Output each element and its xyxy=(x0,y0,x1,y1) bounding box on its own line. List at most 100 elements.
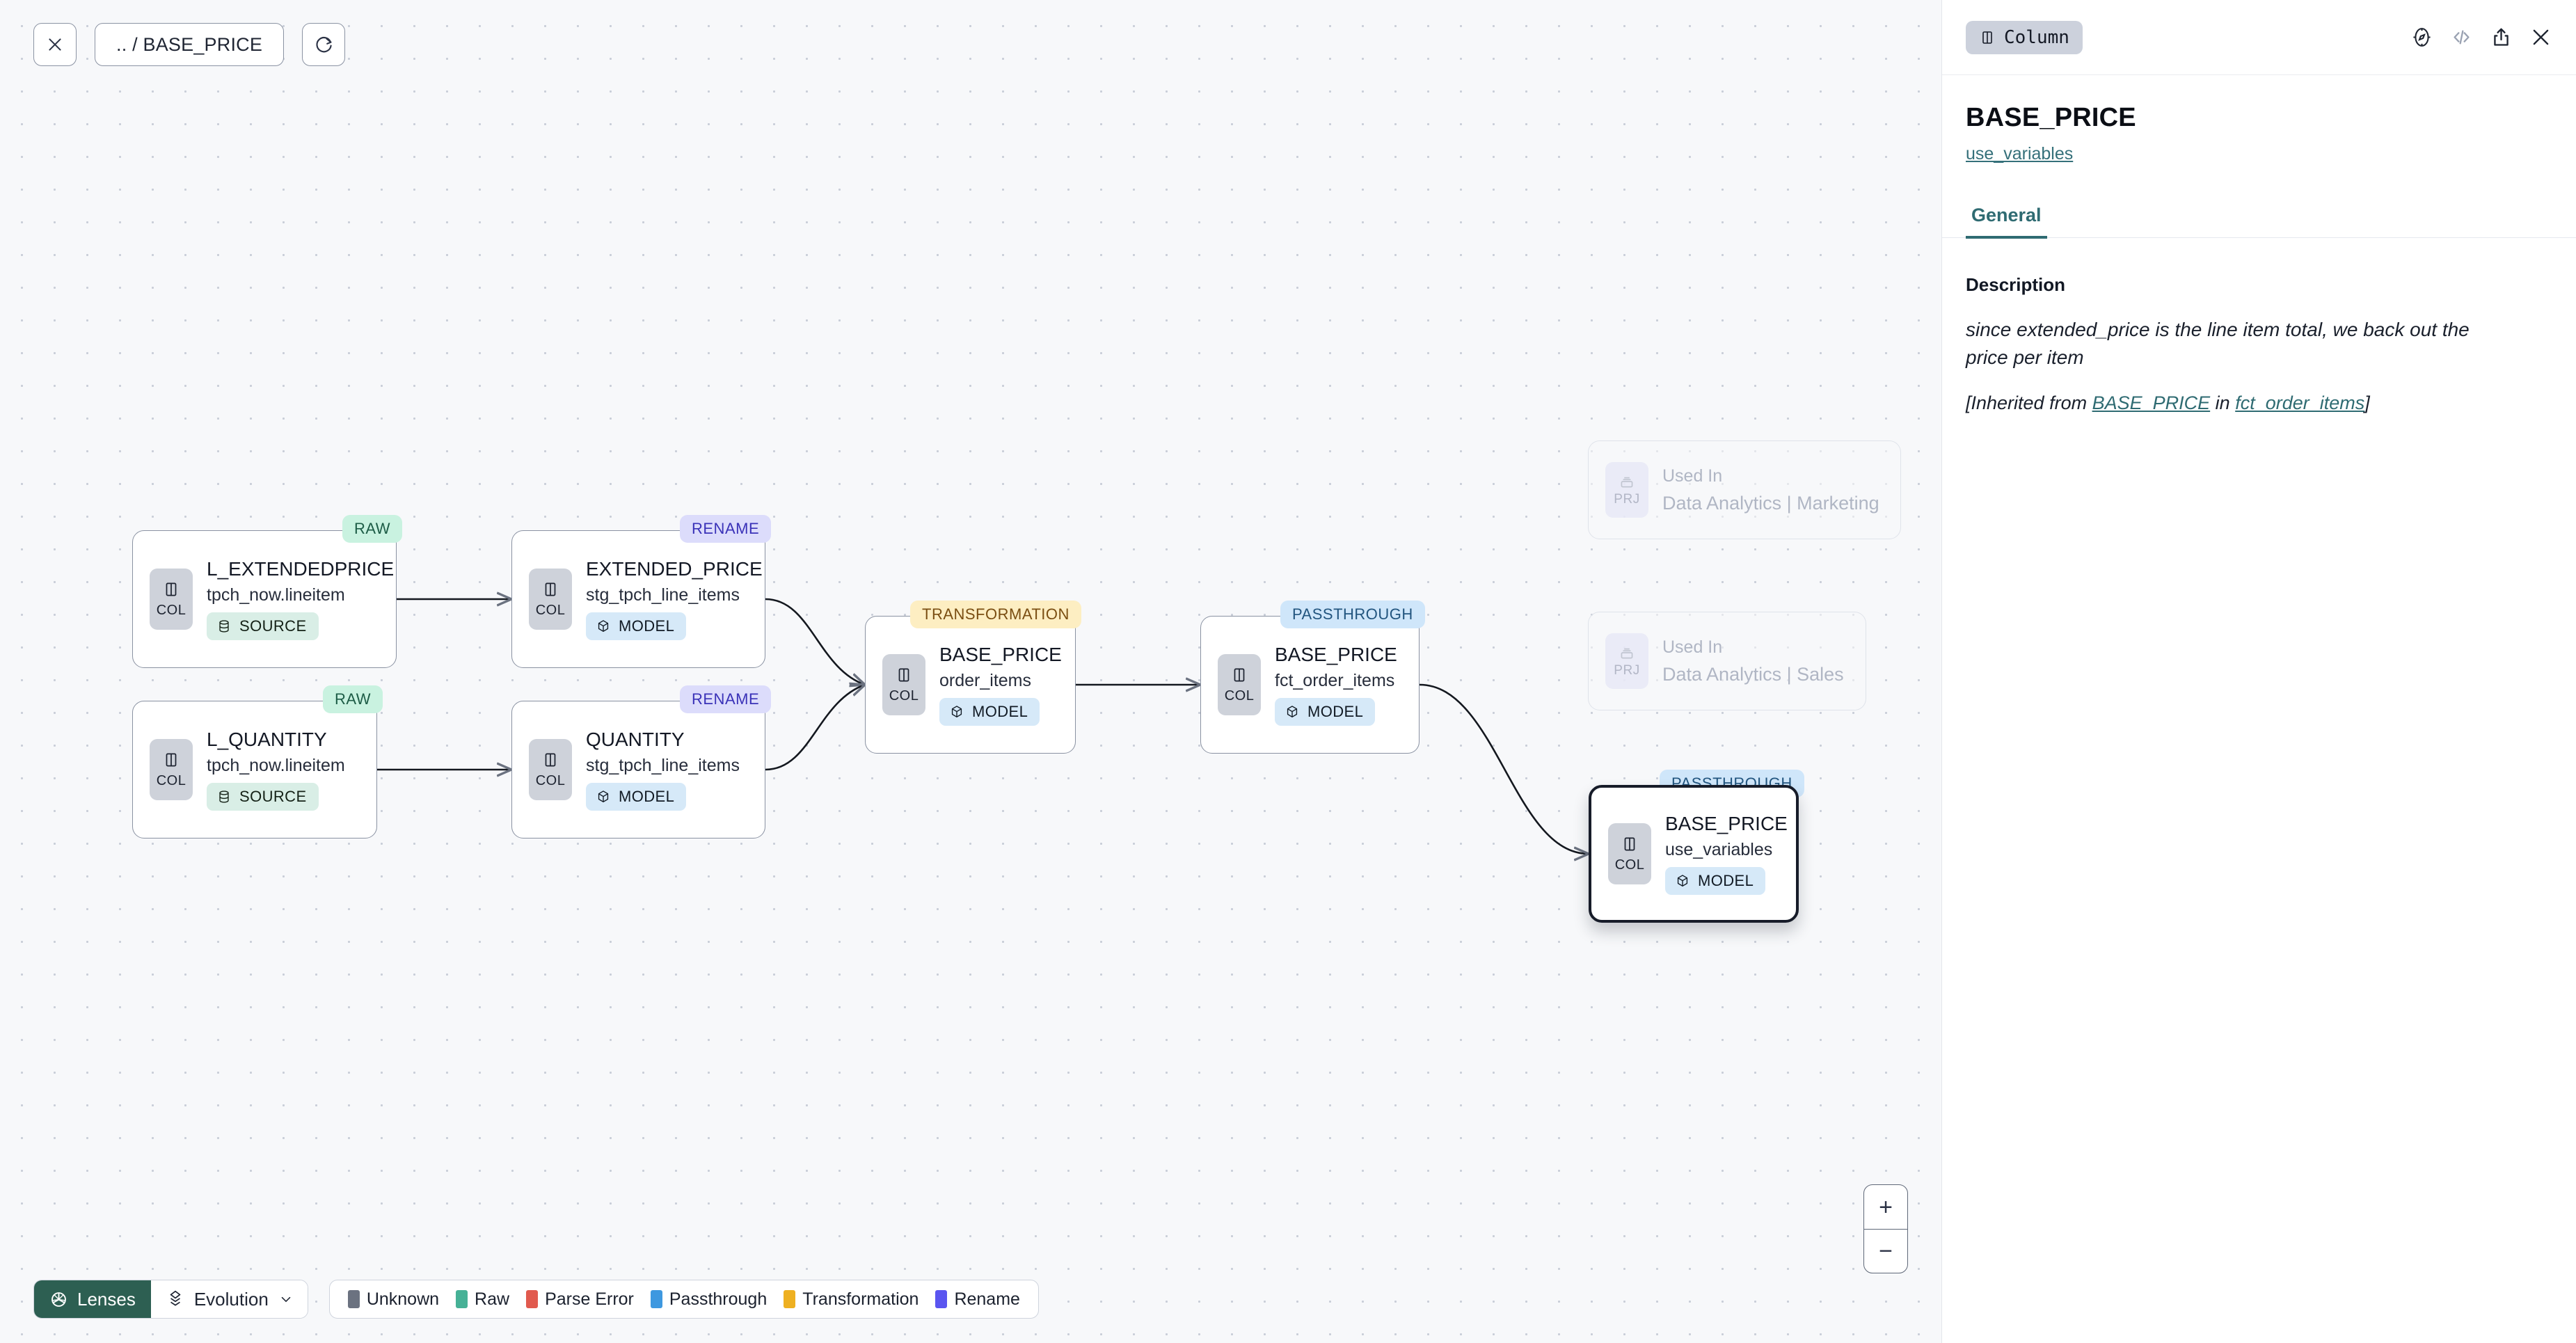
node-subtitle: stg_tpch_line_items xyxy=(586,755,740,775)
column-chip-label: COL xyxy=(156,603,186,619)
legend-swatch xyxy=(347,1290,360,1308)
used-in-node-sales[interactable]: PRJ Used In Data Analytics | Sales xyxy=(1588,612,1866,710)
used-in-node-marketing[interactable]: PRJ Used In Data Analytics | Marketing xyxy=(1588,440,1901,539)
legend-item-parse-error[interactable]: Parse Error xyxy=(526,1289,634,1310)
column-icon xyxy=(1982,31,1992,44)
column-icon xyxy=(1624,837,1635,852)
column-chip: COL xyxy=(882,653,925,715)
details-panel-content: Description since extended_price is the … xyxy=(1942,238,2576,1343)
zoom-controls: + − xyxy=(1863,1184,1908,1273)
chevron-down-icon xyxy=(281,1296,291,1303)
legend-item-rename[interactable]: Rename xyxy=(935,1289,1020,1310)
column-chip-label: COL xyxy=(889,688,919,704)
node-kind-pill: MODEL xyxy=(1665,866,1766,895)
node-kind-pill: MODEL xyxy=(1275,697,1376,726)
legend-swatch xyxy=(784,1290,796,1308)
database-icon xyxy=(219,620,229,633)
canvas-toolbar: .. / BASE_PRICE xyxy=(33,23,346,66)
column-icon-wrap xyxy=(162,580,180,602)
compass-icon xyxy=(2413,28,2431,47)
inherited-from-note: [Inherited from BASE_PRICE in fct_order_… xyxy=(1966,392,2552,414)
node-kind-pill: MODEL xyxy=(586,612,687,640)
node-subtitle: tpch_now.lineitem xyxy=(207,755,345,775)
column-icon-wrap xyxy=(1621,835,1639,857)
node-title: QUANTITY xyxy=(586,729,685,751)
view-code-button[interactable] xyxy=(2450,26,2473,49)
parent-model-link[interactable]: use_variables xyxy=(1966,144,2074,164)
legend-label: Unknown xyxy=(366,1289,440,1309)
project-chip: PRJ xyxy=(1605,633,1648,689)
legend-swatch xyxy=(526,1290,539,1308)
column-icon xyxy=(545,582,556,597)
column-chip-label: COL xyxy=(156,773,186,789)
lenses-button-label: Lenses xyxy=(77,1288,136,1310)
cube-icon xyxy=(598,619,609,632)
cube-icon xyxy=(1677,874,1688,887)
node-subtitle: order_items xyxy=(939,670,1031,690)
node-tag-fct_order_items: PASSTHROUGH xyxy=(1280,601,1425,628)
lenses-control-group: Lenses Evolution xyxy=(33,1280,308,1319)
column-chip-label: COL xyxy=(1614,857,1645,873)
legend-item-transformation[interactable]: Transformation xyxy=(784,1289,919,1310)
zoom-out-button[interactable]: − xyxy=(1864,1229,1907,1273)
node-title: EXTENDED_PRICE xyxy=(586,558,763,580)
details-panel-header: Column xyxy=(1942,0,2576,75)
project-icon xyxy=(1621,477,1633,488)
node-kind-label: MODEL xyxy=(1698,871,1754,889)
lineage-legend: Unknown Raw Parse Error Passthrough Transfor… xyxy=(328,1280,1039,1319)
evolution-dropdown[interactable]: Evolution xyxy=(150,1280,308,1318)
legend-item-unknown[interactable]: Unknown xyxy=(347,1289,440,1310)
canvas-bottom-bar: Lenses Evolution Unknown Raw Parse Error Pa… xyxy=(33,1280,1039,1319)
column-icon-wrap xyxy=(1230,666,1248,688)
legend-item-raw[interactable]: Raw xyxy=(456,1289,509,1310)
used-in-label: Used In xyxy=(1662,466,1723,486)
close-panel-button[interactable] xyxy=(2529,26,2552,49)
node-kind-label: MODEL xyxy=(619,617,675,635)
node-tag-order_items: TRANSFORMATION xyxy=(910,601,1081,628)
node-kind-label: SOURCE xyxy=(239,787,307,805)
used-in-project: Data Analytics | Sales xyxy=(1662,663,1844,685)
share-icon xyxy=(2494,28,2509,46)
inherited-model-link[interactable]: fct_order_items xyxy=(2235,392,2365,413)
column-chip-label: COL xyxy=(535,773,566,789)
legend-label: Transformation xyxy=(802,1289,919,1309)
code-icon xyxy=(2454,30,2470,45)
node-subtitle: use_variables xyxy=(1665,839,1773,859)
legend-item-passthrough[interactable]: Passthrough xyxy=(650,1289,767,1310)
legend-label: Parse Error xyxy=(545,1289,634,1309)
share-button[interactable] xyxy=(2490,26,2513,49)
node-subtitle: fct_order_items xyxy=(1275,670,1395,690)
column-chip: COL xyxy=(1608,823,1651,884)
node-title: BASE_PRICE xyxy=(1665,813,1788,835)
close-icon xyxy=(2533,29,2549,45)
inherited-prefix: [Inherited from xyxy=(1966,392,2092,413)
details-panel-actions xyxy=(2410,26,2552,49)
inherited-column-link[interactable]: BASE_PRICE xyxy=(2092,392,2211,413)
compass-button[interactable] xyxy=(2410,26,2433,49)
lineage-canvas[interactable]: .. / BASE_PRICE xyxy=(0,0,1941,1343)
tab-general[interactable]: General xyxy=(1966,205,2047,239)
node-kind-label: MODEL xyxy=(619,787,675,805)
page-title: BASE_PRICE xyxy=(1966,103,2136,132)
refresh-icon xyxy=(315,36,332,52)
used-in-label: Used In xyxy=(1662,637,1723,657)
node-subtitle: stg_tpch_line_items xyxy=(586,585,740,605)
column-icon xyxy=(545,753,556,768)
close-lineage-button[interactable] xyxy=(33,23,77,66)
breadcrumb[interactable]: .. / BASE_PRICE xyxy=(95,23,285,66)
refresh-button[interactable] xyxy=(302,23,346,66)
entity-type-badge: Column xyxy=(1966,20,2083,54)
node-subtitle: tpch_now.lineitem xyxy=(207,585,345,605)
legend-label: Rename xyxy=(954,1289,1020,1309)
zoom-in-button[interactable]: + xyxy=(1879,1193,1893,1221)
cube-icon xyxy=(951,705,962,717)
lenses-button[interactable]: Lenses xyxy=(34,1280,151,1318)
node-tag-quantity: RENAME xyxy=(680,685,772,713)
